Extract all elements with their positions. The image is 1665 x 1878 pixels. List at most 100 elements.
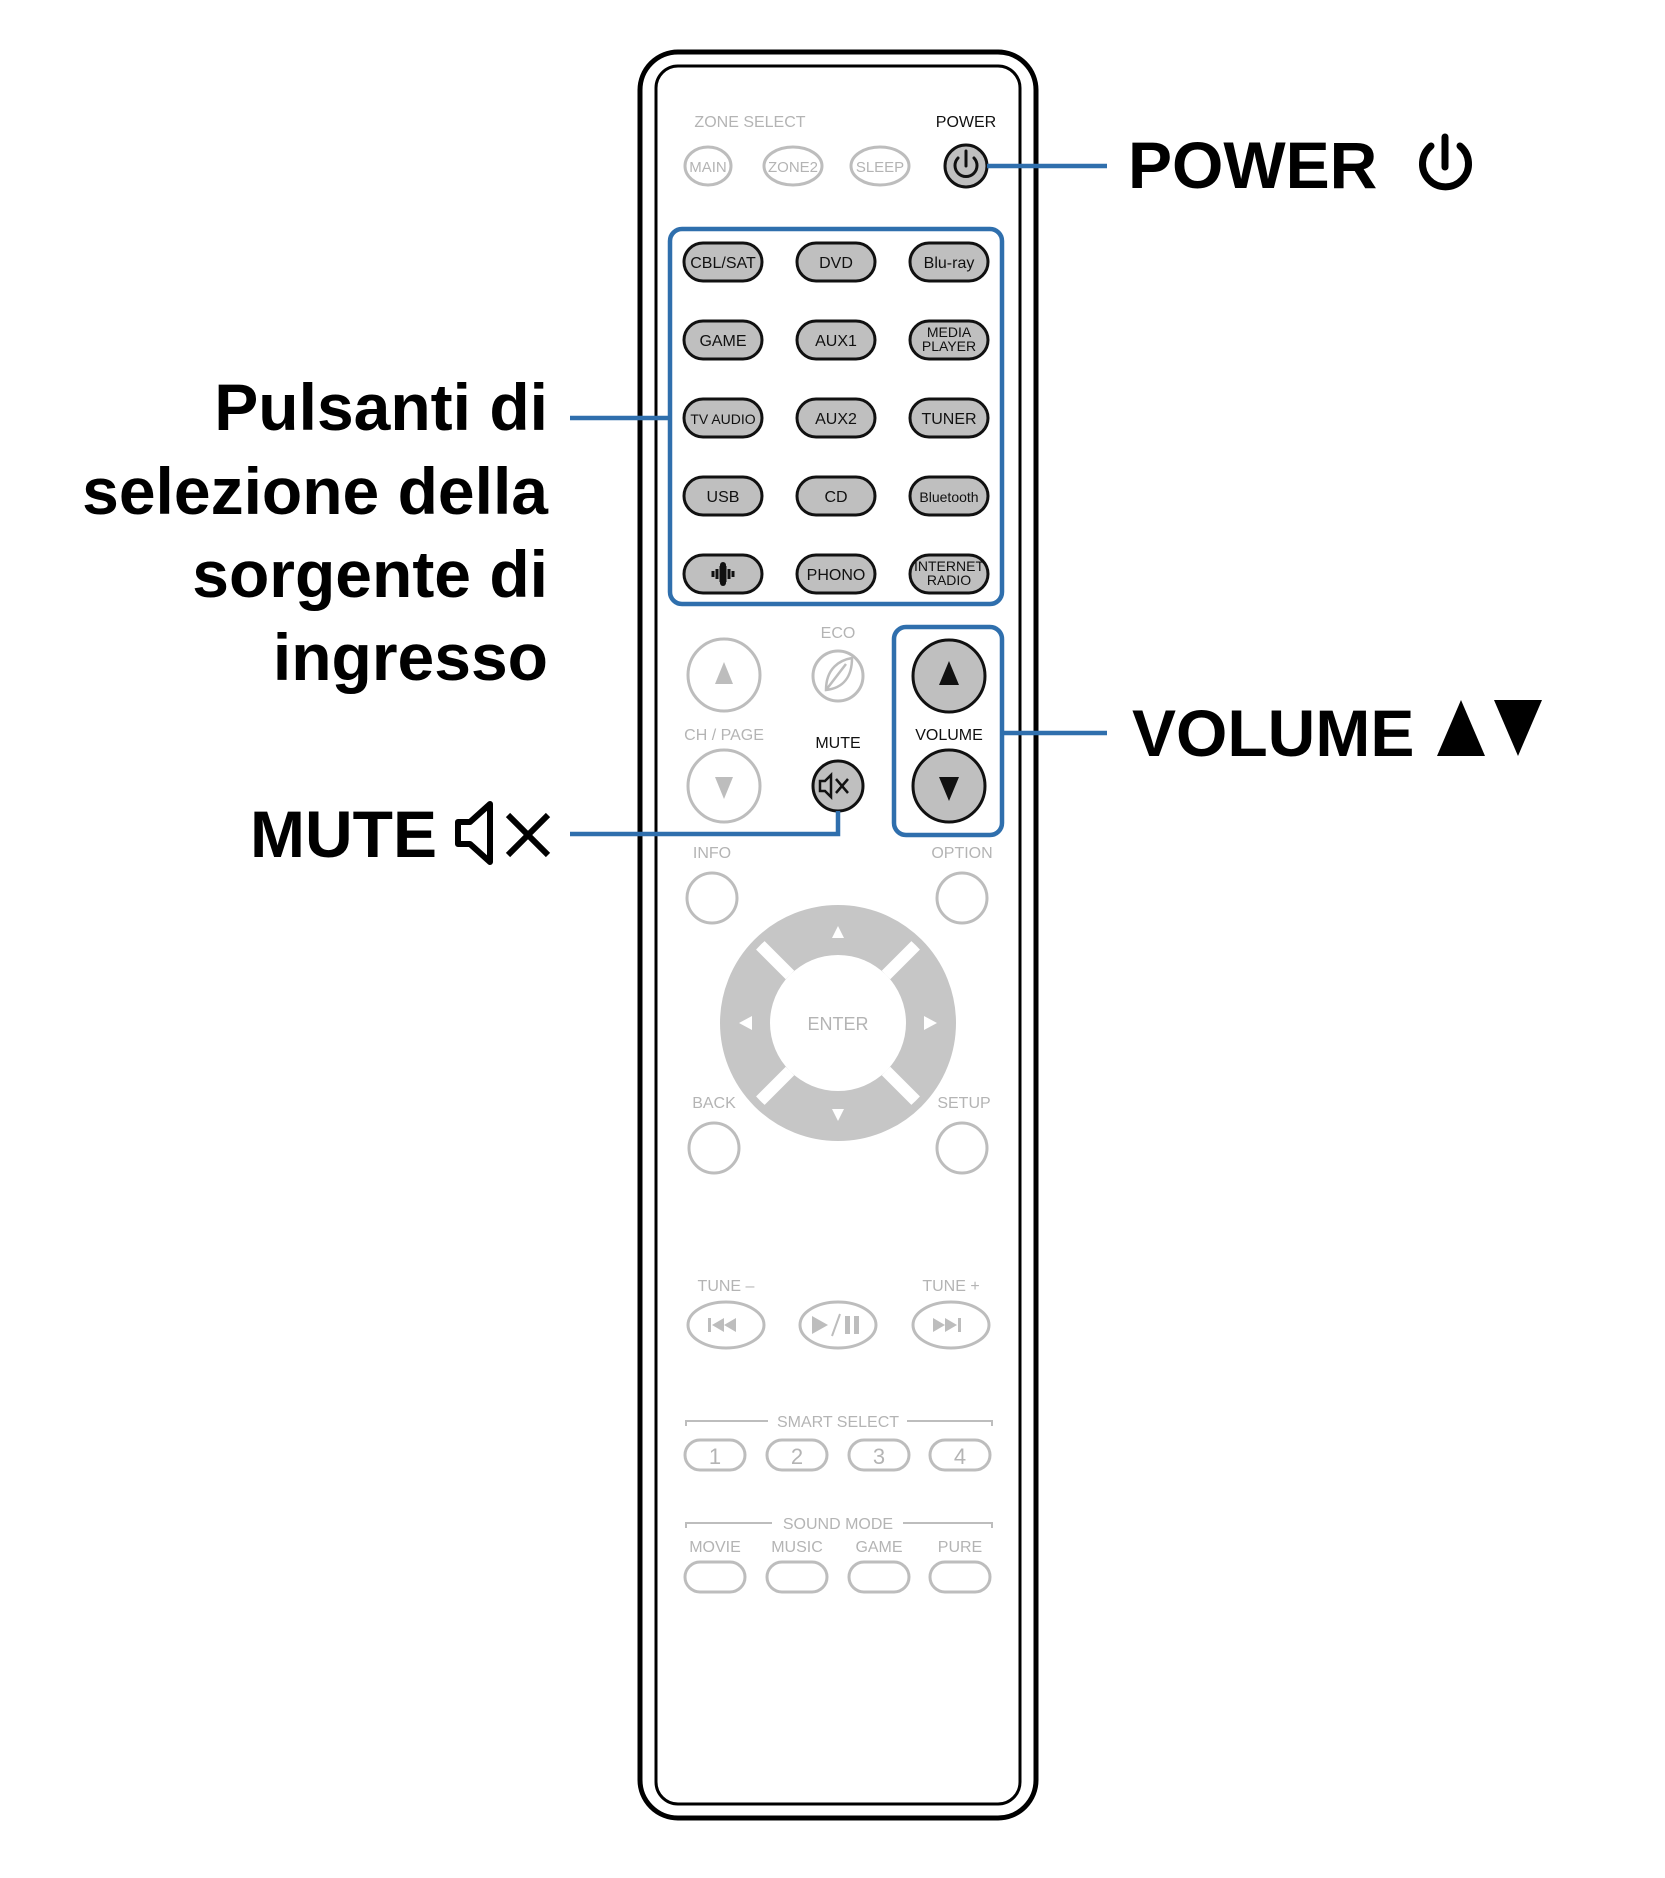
source-button-internet-radio-wave[interactable] <box>682 553 764 595</box>
back-label: BACK <box>692 1095 736 1112</box>
source-button-tuner[interactable]: TUNER <box>908 397 990 439</box>
source-callout-line3: sorgente di <box>192 537 548 611</box>
skip-back-icon <box>708 1318 736 1332</box>
mute-icon <box>818 771 849 801</box>
source-button-label: GAME <box>699 333 746 350</box>
sound-mode-label: SOUND MODE <box>783 1516 893 1533</box>
sound-mode-button-music[interactable] <box>765 1560 829 1594</box>
source-button-label: RADIO <box>927 572 971 588</box>
ch-page-down-button[interactable] <box>686 748 762 824</box>
zone-main-label: MAIN <box>689 159 727 176</box>
source-callout-line1: Pulsanti di <box>214 370 548 444</box>
source-button-cbl-sat[interactable]: CBL/SAT <box>682 241 764 283</box>
source-button-cd[interactable]: CD <box>795 475 877 517</box>
setup-label: SETUP <box>937 1095 990 1112</box>
skip-forward-button[interactable] <box>911 1300 991 1350</box>
navigation-pad[interactable] <box>720 905 956 1141</box>
source-button-label: Bluetooth <box>919 489 978 505</box>
info-button[interactable] <box>685 871 739 925</box>
smart-select-button-3[interactable]: 3 <box>847 1438 911 1472</box>
ch-down-arrow-icon <box>715 777 733 799</box>
source-button-game[interactable]: GAME <box>682 319 764 361</box>
tune-plus-label: TUNE + <box>922 1278 979 1295</box>
source-button-label: DVD <box>819 255 853 272</box>
source-button-label: AUX1 <box>815 333 857 350</box>
smart-select-number: 4 <box>954 1444 966 1469</box>
source-button-label: AUX2 <box>815 411 857 428</box>
zone2-button[interactable]: ZONE2 <box>762 145 824 187</box>
mute-button[interactable] <box>811 759 865 813</box>
source-button-bluetooth[interactable]: Bluetooth <box>908 475 990 517</box>
smart-select-number: 1 <box>709 1444 721 1469</box>
sound-mode-label-game: GAME <box>855 1539 902 1556</box>
source-callout-line4: ingresso <box>273 620 548 694</box>
sound-mode-button-pure[interactable] <box>928 1560 992 1594</box>
option-button[interactable] <box>935 871 989 925</box>
volume-up-arrow-icon <box>939 661 959 685</box>
source-callout-line2: selezione della <box>82 454 549 528</box>
source-button-dvd[interactable]: DVD <box>795 241 877 283</box>
eco-button[interactable] <box>811 649 865 703</box>
smart-select-divider <box>685 1420 993 1426</box>
source-button-usb[interactable]: USB <box>682 475 764 517</box>
back-button[interactable] <box>687 1121 741 1175</box>
sleep-button[interactable]: SLEEP <box>849 145 911 187</box>
nav-up-arrow-icon <box>832 926 844 938</box>
eco-label: ECO <box>821 625 856 642</box>
volume-callout: VOLUME <box>1132 696 1414 770</box>
sound-mode-button-game[interactable] <box>847 1560 911 1594</box>
source-button-phono[interactable]: PHONO <box>795 553 877 595</box>
eco-leaf-icon <box>824 656 854 692</box>
volume-down-arrow-icon <box>939 777 959 801</box>
source-button-label: CBL/SAT <box>690 255 756 272</box>
smart-select-number: 2 <box>791 1444 803 1469</box>
power-icon <box>953 149 979 178</box>
source-button-label: TV AUDIO <box>690 411 755 427</box>
play-pause-button[interactable] <box>798 1300 878 1350</box>
smart-select-button-4[interactable]: 4 <box>928 1438 992 1472</box>
power-callout-icon <box>1419 133 1472 191</box>
volume-small-label: VOLUME <box>915 727 983 744</box>
sound-mode-button-movie[interactable] <box>683 1560 747 1594</box>
source-button-label: PLAYER <box>922 338 976 354</box>
skip-forward-icon <box>933 1318 961 1332</box>
source-button-aux2[interactable]: AUX2 <box>795 397 877 439</box>
nav-left-arrow-icon <box>739 1016 752 1030</box>
volume-down-button[interactable] <box>911 748 987 824</box>
smart-select-buttons: 1 2 3 4 <box>683 1438 992 1472</box>
zone-select-label: ZONE SELECT <box>694 114 805 131</box>
setup-button[interactable] <box>935 1121 989 1175</box>
skip-back-button[interactable] <box>686 1300 766 1350</box>
smart-select-button-2[interactable]: 2 <box>765 1438 829 1472</box>
power-button[interactable] <box>943 143 989 189</box>
enter-label[interactable]: ENTER <box>807 1014 868 1034</box>
source-button-label: INTERNET <box>914 558 984 574</box>
info-label: INFO <box>693 845 731 862</box>
sleep-label: SLEEP <box>856 159 904 176</box>
volume-up-button[interactable] <box>911 638 987 714</box>
source-button-aux1[interactable]: AUX1 <box>795 319 877 361</box>
mute-leader-line <box>570 811 841 837</box>
power-callout: POWER <box>1128 128 1377 202</box>
tune-minus-label: TUNE – <box>698 1278 755 1295</box>
zone-main-button[interactable]: MAIN <box>683 145 733 187</box>
ch-up-arrow-icon <box>715 662 733 684</box>
source-button-tv-audio[interactable]: TV AUDIO <box>682 397 764 439</box>
ch-page-up-button[interactable] <box>686 637 762 713</box>
zone2-label: ZONE2 <box>768 159 818 176</box>
mute-small-label: MUTE <box>815 735 860 752</box>
source-button-label: TUNER <box>921 411 976 428</box>
nav-down-arrow-icon <box>832 1109 844 1121</box>
ch-page-label: CH / PAGE <box>684 727 764 744</box>
internet-radio-wave-icon <box>711 562 735 586</box>
sound-mode-label-movie: MOVIE <box>689 1539 741 1556</box>
source-button-label: Blu-ray <box>924 255 975 272</box>
source-button-blu-ray[interactable]: Blu-ray <box>908 241 990 283</box>
smart-select-button-1[interactable]: 1 <box>683 1438 747 1472</box>
source-button-label: USB <box>707 489 740 506</box>
source-button-label: PHONO <box>807 567 866 584</box>
